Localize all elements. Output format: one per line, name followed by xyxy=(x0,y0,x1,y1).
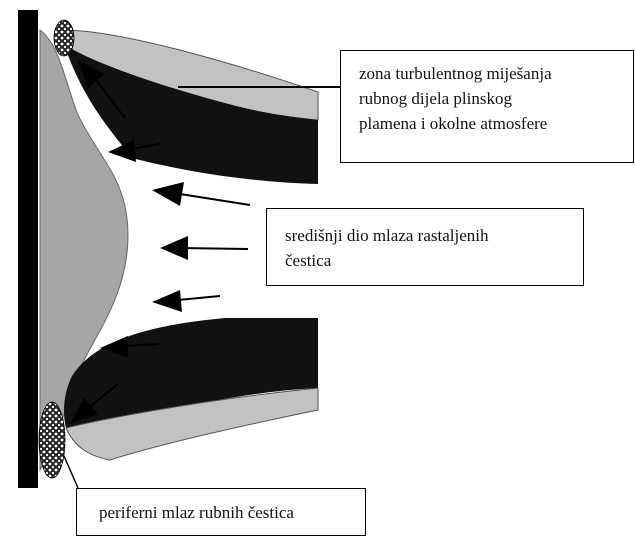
label-turbulent-zone-line-1: zona turbulentnog miješanja xyxy=(359,61,623,86)
label-central-jet-line-2: čestica xyxy=(285,248,573,273)
label-turbulent-zone-line-3: plamena i okolne atmosfere xyxy=(359,111,623,136)
leader-line-bottom xyxy=(64,456,78,488)
substrate-wall xyxy=(18,10,38,488)
particle-cluster-top xyxy=(54,20,74,56)
label-peripheral-jet-line-1: periferni mlaz rubnih čestica xyxy=(99,500,355,525)
arrow-central-2 xyxy=(160,236,248,260)
label-peripheral-jet: periferni mlaz rubnih čestica xyxy=(76,488,366,536)
label-turbulent-zone: zona turbulentnog miješanja rubnog dijel… xyxy=(340,50,634,163)
label-central-jet-line-1: središnji dio mlaza rastaljenih xyxy=(285,223,573,248)
arrow-central-1 xyxy=(152,182,250,206)
particle-cluster-bottom xyxy=(39,402,65,478)
arrow-central-3 xyxy=(152,290,220,312)
label-central-jet: središnji dio mlaza rastaljenih čestica xyxy=(266,208,584,286)
label-turbulent-zone-line-2: rubnog dijela plinskog xyxy=(359,86,623,111)
